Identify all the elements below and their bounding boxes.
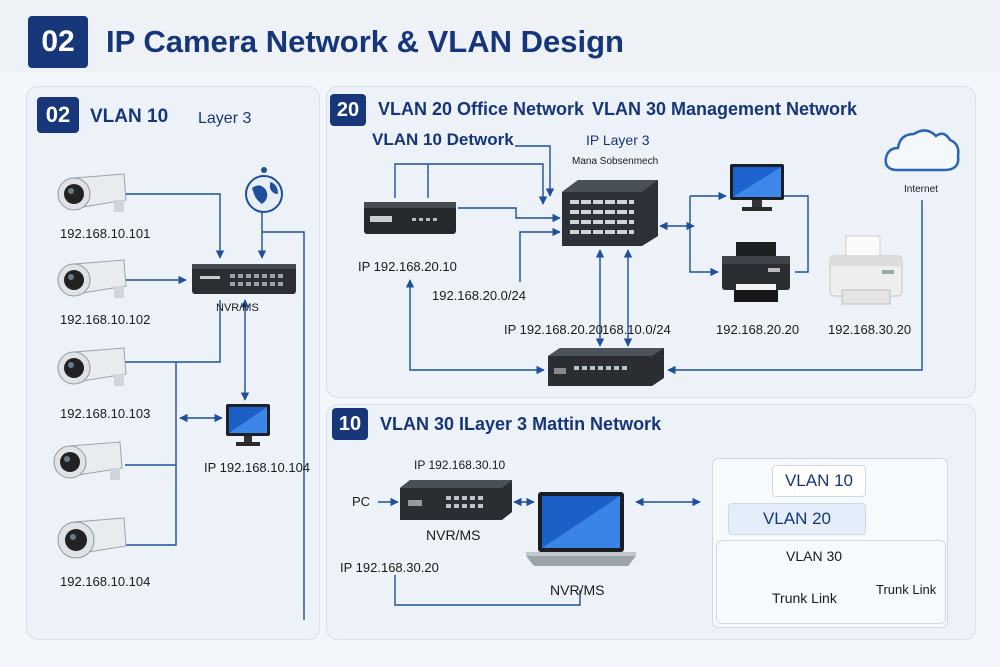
printer2-ip: 192.168.30.20 (828, 322, 912, 337)
legend-vlan10: VLAN 10 (772, 465, 866, 497)
pc-label: PC (352, 494, 371, 509)
left-panel-subtitle: Layer 3 (198, 110, 252, 127)
legend-trunk-a: Trunk Link (772, 590, 837, 606)
left-panel-title: VLAN 10 (90, 106, 169, 127)
printer2-icon (826, 234, 906, 315)
pc-ip: IP 192.168.30.20 (340, 560, 439, 575)
core-switch-icon (558, 178, 662, 253)
printer1-ip: 192.168.20.20 (716, 322, 800, 337)
nvr2-ip: IP 192.168.30.10 (414, 458, 506, 472)
camera-icon (54, 258, 128, 307)
internet-label: Internet (904, 184, 938, 195)
bottom-right-badge: 10 (332, 408, 368, 440)
monitor-icon (224, 402, 272, 453)
camera-ip-label: 192.168.10.102 (60, 312, 151, 327)
page-header: 02 IP Camera Network & VLAN Design (0, 0, 1000, 72)
camera-icon (54, 172, 128, 221)
top-right-title-b: VLAN 30 Management Network (592, 99, 858, 119)
monitor-ip-label: IP 192.168.10.104 (204, 460, 311, 475)
camera-ip-label: 192.168.10.101 (60, 226, 151, 241)
left-panel-badge: 02 (37, 97, 79, 133)
camera-ip-label: 192.168.10.103 (60, 406, 151, 421)
legend-trunk-b: Trunk Link (876, 582, 937, 597)
bottom-right-title: VLAN 30 ILayer 3 Mattin Network (380, 414, 662, 434)
camera-icon (54, 516, 128, 569)
core-switch-sublabel: Mana Sobsenmech (572, 156, 659, 167)
camera-icon (54, 346, 128, 395)
subnet-label: 192.168.20.0/24 (432, 288, 526, 303)
laptop-label: NVR/MS (550, 582, 605, 598)
printer-icon (718, 240, 794, 313)
legend-vlan20: VLAN 20 (728, 503, 866, 535)
nvr2-label: NVR/MS (426, 527, 481, 543)
globe-icon (244, 164, 284, 221)
distribution-switch-icon (544, 346, 668, 393)
legend-inner-box (716, 540, 946, 624)
page-title: IP Camera Network & VLAN Design (106, 24, 624, 59)
camera-icon (50, 440, 124, 489)
top-right-badge: 20 (330, 94, 366, 126)
legend-vlan30: VLAN 30 (786, 548, 843, 564)
top-right-subtitle: VLAN 10 Detwork (372, 130, 514, 149)
access-switch-icon (362, 198, 458, 243)
nvr-switch-icon (190, 260, 298, 303)
ip-label-a: IP 192.168.20.20 (504, 322, 603, 337)
access-switch-ip: IP 192.168.20.10 (358, 259, 457, 274)
cloud-icon (882, 122, 962, 183)
nvr-label: NVR/MS (216, 302, 259, 314)
top-right-title-a: VLAN 20 Office Network (378, 99, 585, 119)
laptop-icon (524, 490, 638, 579)
camera-ip-label: 192.168.10.104 (60, 574, 151, 589)
header-badge: 02 (28, 16, 88, 68)
nvr2-icon (396, 478, 516, 527)
ip-label-b: 168.10.0/24 (602, 322, 671, 337)
desktop-monitor-icon (728, 162, 786, 219)
core-switch-label: IP Layer 3 (586, 132, 650, 148)
